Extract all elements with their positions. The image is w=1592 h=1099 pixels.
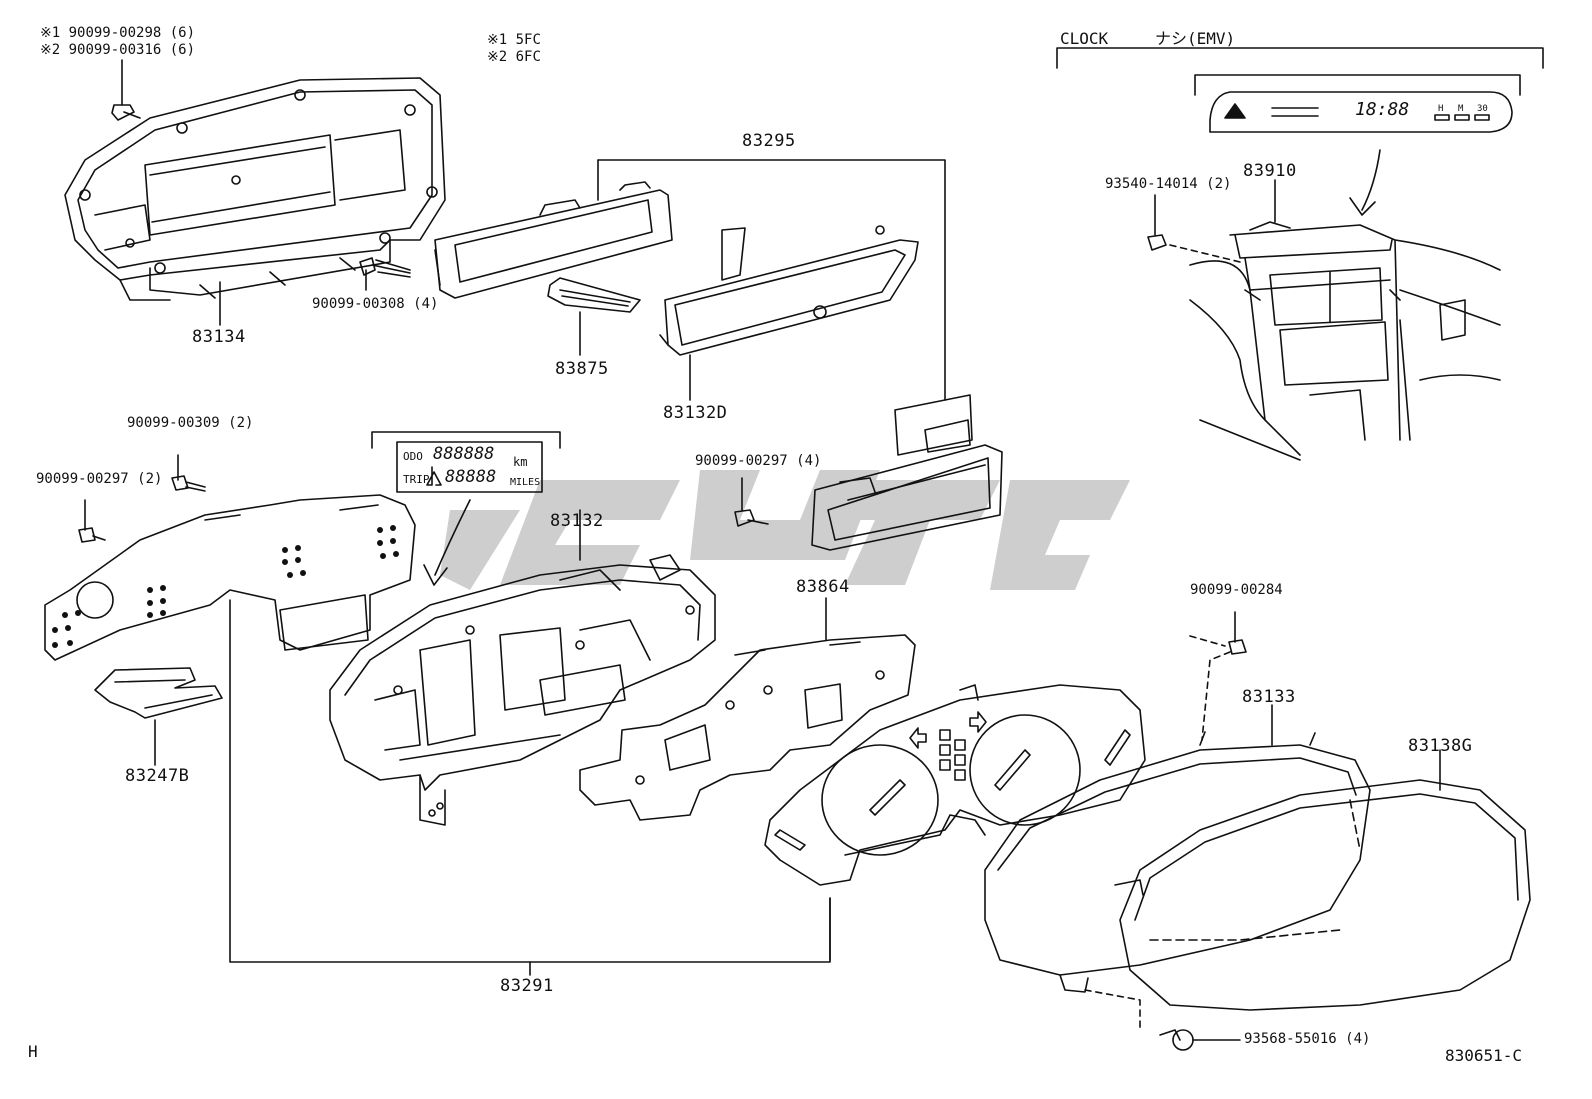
part-83134: 83134 — [192, 327, 246, 347]
clock-display-time: 18:88 — [1355, 99, 1410, 120]
note-variant-2: ※2 6FC — [487, 49, 541, 65]
printed-circuit-board — [44, 494, 416, 661]
part-93540-14014: 93540-14014 (2) — [1105, 176, 1232, 192]
screw-93540-14014 — [1147, 194, 1241, 263]
dashboard-scene-83910 — [1189, 221, 1501, 461]
part-83864: 83864 — [796, 577, 850, 597]
part-90099-00297-2: 90099-00297 (2) — [36, 471, 163, 487]
dial-plate — [764, 684, 1146, 961]
screw-90099-00308 — [359, 257, 411, 291]
screw-90099-00309 — [171, 454, 206, 492]
note-variant-1: ※1 5FC — [487, 32, 541, 48]
clock-label: CLOCK — [1060, 29, 1109, 48]
note-fastener-2: ※2 90099-00316 (6) — [40, 42, 196, 58]
part-83295: 83295 — [742, 131, 796, 151]
cover-83138G — [1114, 749, 1531, 1011]
odo-label: ODO — [403, 450, 423, 463]
screw-90099-00284 — [1189, 611, 1247, 741]
part-83247B: 83247B — [125, 766, 190, 786]
clock-display-h: H — [1438, 104, 1444, 114]
trip-digits: 88888 — [445, 467, 497, 487]
odo-display-frame — [396, 441, 543, 493]
screw-90099-00297-4 — [734, 477, 769, 527]
screw-top-left — [111, 59, 141, 121]
trip-unit: MILES — [510, 477, 541, 488]
leader-dashed-lower — [1084, 989, 1141, 1031]
lens-83133 — [984, 704, 1371, 993]
arrow-odo — [434, 499, 471, 576]
part-83132D: 83132D — [663, 403, 728, 423]
odo-unit: km — [513, 455, 528, 469]
housing-83134 — [64, 77, 446, 301]
screw-93568-55016 — [1159, 1029, 1241, 1051]
drawing-number: 830651-C — [1445, 1046, 1523, 1065]
part-83291: 83291 — [500, 976, 554, 996]
bracket-odo — [371, 431, 561, 449]
clock-display-panel — [1209, 91, 1513, 133]
flex-cable-83875 — [547, 277, 641, 356]
part-90099-00297-4: 90099-00297 (4) — [695, 453, 822, 469]
part-93568-55016: 93568-55016 (4) — [1244, 1031, 1371, 1047]
clock-display-m: M — [1458, 104, 1464, 114]
part-83133: 83133 — [1242, 687, 1296, 707]
plate-83864 — [579, 597, 916, 821]
trip-arrow — [426, 466, 442, 486]
watermark-logo — [440, 470, 1130, 590]
light-guide-83247B — [94, 667, 223, 766]
bracket-83295 — [597, 159, 946, 401]
part-90099-00284: 90099-00284 — [1190, 582, 1283, 598]
part-83132: 83132 — [550, 511, 604, 531]
screw-90099-00297-2 — [78, 499, 106, 543]
clock-display-set: 30 — [1477, 104, 1488, 114]
part-90099-00308: 90099-00308 (4) — [312, 296, 439, 312]
part-83875: 83875 — [555, 359, 609, 379]
meter-case-83132 — [329, 554, 716, 826]
part-83138G: 83138G — [1408, 736, 1473, 756]
note-fastener-1: ※1 90099-00298 (6) — [40, 25, 196, 41]
arrow-clock — [1361, 149, 1381, 211]
board-83132D — [659, 225, 919, 401]
board-83295 — [434, 181, 673, 299]
bracket-clock-display — [1194, 74, 1521, 96]
part-83910: 83910 — [1243, 161, 1297, 181]
bracket-clock — [1056, 47, 1544, 69]
trip-label: TRIP — [403, 473, 430, 486]
clock-variant: ナシ(EMV) — [1155, 29, 1236, 48]
part-90099-00309: 90099-00309 (2) — [127, 415, 254, 431]
page-letter: H — [28, 1042, 38, 1061]
odo-digits: 888888 — [433, 444, 495, 464]
module-under-83295 — [811, 394, 1003, 551]
